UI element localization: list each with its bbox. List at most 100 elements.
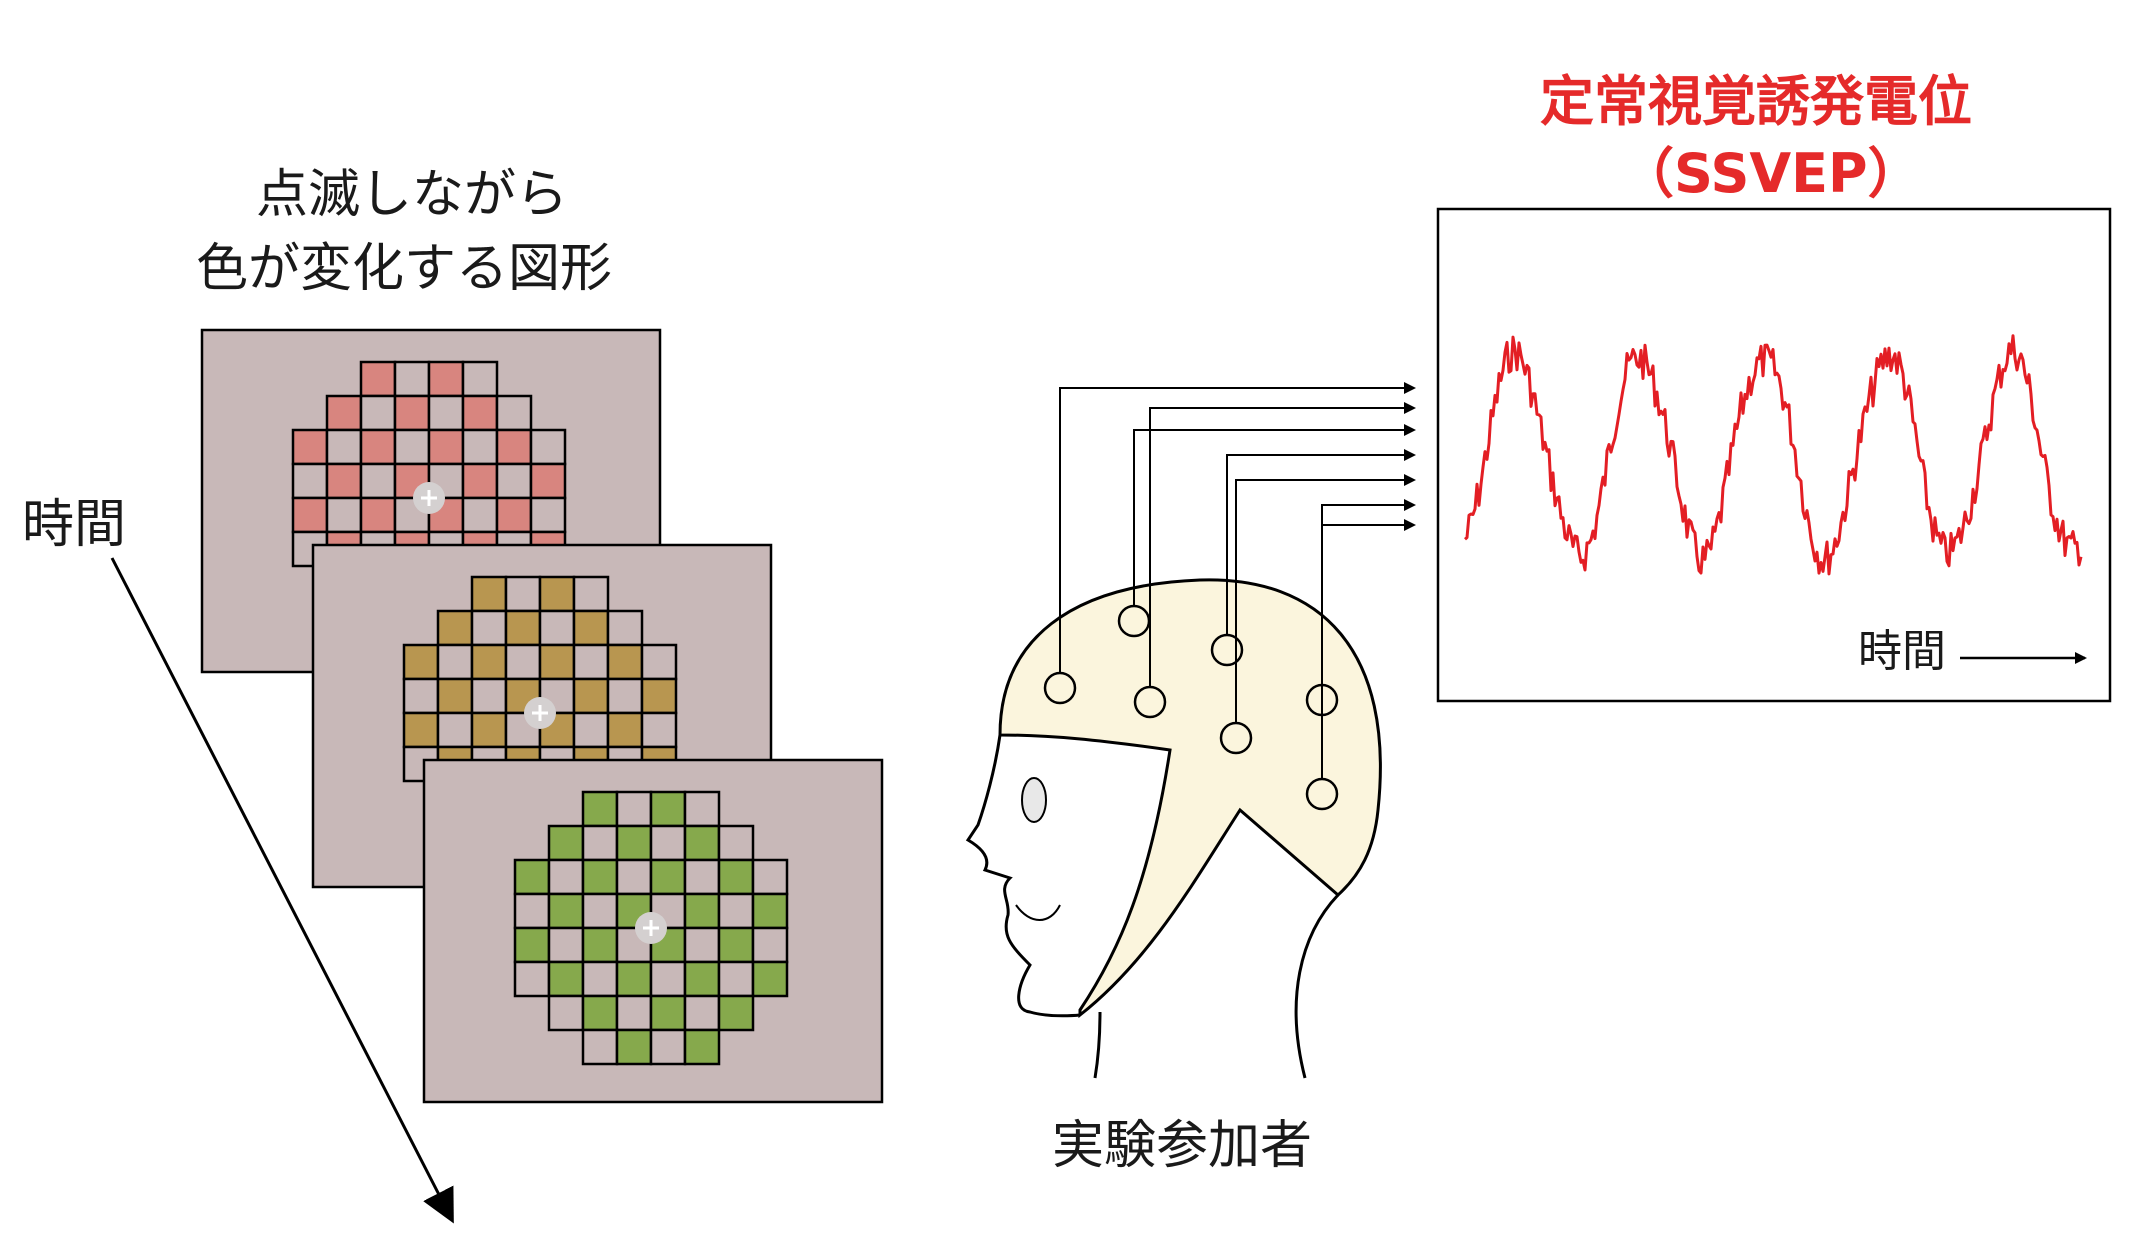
checker-cell <box>717 994 755 1032</box>
checker-cell <box>581 824 619 862</box>
checker-cell <box>359 428 397 466</box>
checker-cell <box>513 892 551 930</box>
checker-cell <box>615 790 653 828</box>
checker-cell <box>513 960 551 998</box>
checker-cell <box>470 575 508 613</box>
checker-cell <box>649 824 687 862</box>
checker-cell <box>683 790 721 828</box>
checker-cell <box>461 462 499 500</box>
checker-cell <box>606 643 644 681</box>
checker-cell <box>513 926 551 964</box>
electrode <box>1305 777 1339 811</box>
ssvep-waveform <box>1463 334 2083 576</box>
checker-cell <box>427 394 465 432</box>
checker-cell <box>402 643 440 681</box>
checker-cell <box>529 428 567 466</box>
checker-cell <box>495 462 533 500</box>
checker-cell <box>581 960 619 998</box>
checker-cell <box>606 677 644 715</box>
checker-cell <box>640 643 678 681</box>
checker-cell <box>615 858 653 896</box>
checker-cell <box>436 643 474 681</box>
ssvep-plot-frame <box>1436 207 2112 703</box>
checker-cell <box>547 858 585 896</box>
checker-cell <box>529 462 567 500</box>
checker-cell <box>291 428 329 466</box>
electrode-wire <box>1059 382 1416 673</box>
electrode-wire <box>1149 402 1416 687</box>
checker-cell <box>461 428 499 466</box>
checker-cell <box>325 496 363 534</box>
checker-cell <box>529 496 567 534</box>
checker-cell <box>461 394 499 432</box>
checker-cell <box>606 609 644 647</box>
checker-cell <box>649 994 687 1032</box>
checker-cell <box>291 462 329 500</box>
checker-cell <box>393 394 431 432</box>
checker-cell <box>495 428 533 466</box>
stimulus-title-line2: 色が変化する図形 <box>196 239 613 299</box>
checker-cell <box>717 926 755 964</box>
ssvep-title-line1: 定常視覚誘発電位 <box>1540 70 1972 133</box>
checker-cell <box>615 994 653 1032</box>
frame-red <box>200 328 662 674</box>
checker-cell <box>427 360 465 398</box>
checker-cell <box>683 926 721 964</box>
ear <box>1021 777 1047 823</box>
electrode-wire <box>1321 519 1416 779</box>
checker-cell <box>470 711 508 749</box>
eeg-cap <box>998 578 1382 1019</box>
checker-cell <box>572 711 610 749</box>
checker-cell <box>606 711 644 749</box>
mouth-line <box>1015 904 1061 921</box>
checker-cell <box>547 926 585 964</box>
checker-cell <box>495 394 533 432</box>
checker-cell <box>325 462 363 500</box>
electrode <box>1117 604 1151 638</box>
checker-cell <box>470 677 508 715</box>
checker-cell <box>581 1028 619 1066</box>
checker-cell <box>359 394 397 432</box>
participant-label: 実験参加者 <box>1052 1116 1313 1176</box>
frame-green <box>422 758 884 1104</box>
checker-cell <box>717 858 755 896</box>
electrode-wire <box>1133 424 1416 606</box>
checker-cell <box>325 394 363 432</box>
checker-cell <box>581 994 619 1032</box>
checker-cell <box>751 960 789 998</box>
neck-back <box>1294 893 1340 1079</box>
time-axis-arrow <box>110 557 454 1224</box>
checker-cell <box>393 360 431 398</box>
electrode <box>1210 633 1244 667</box>
checker-cell <box>291 496 329 534</box>
checker-cell <box>461 360 499 398</box>
face-profile <box>965 734 1081 1018</box>
checker-cell <box>359 462 397 500</box>
checker-cell <box>615 824 653 862</box>
electrode-wire <box>1235 474 1416 723</box>
checker-cell <box>470 609 508 647</box>
checker-cell <box>615 960 653 998</box>
checker-cell <box>538 609 576 647</box>
electrode <box>1219 721 1253 755</box>
checker-cell <box>683 1028 721 1066</box>
checker-cell <box>649 790 687 828</box>
electrode <box>1133 685 1167 719</box>
checker-cell <box>436 677 474 715</box>
checker-cell <box>717 892 755 930</box>
electrode-wire <box>1226 449 1416 635</box>
checker-cell <box>461 496 499 534</box>
checker-cell <box>572 643 610 681</box>
checker-cell <box>359 496 397 534</box>
checker-cell <box>683 960 721 998</box>
checker-cell <box>751 926 789 964</box>
checker-cell <box>717 960 755 998</box>
electrodes <box>1043 382 1416 811</box>
neck-line <box>1093 1011 1102 1079</box>
checker-cell <box>504 609 542 647</box>
checker-cell <box>402 677 440 715</box>
checker-cell <box>572 677 610 715</box>
checker-cell <box>495 496 533 534</box>
checker-cell <box>615 1028 653 1066</box>
